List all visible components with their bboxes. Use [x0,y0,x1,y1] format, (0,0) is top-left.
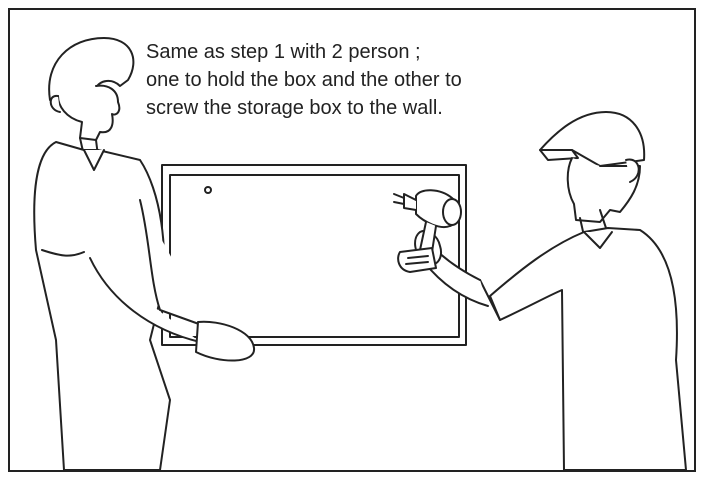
person-with-drill-icon [414,111,687,471]
instruction-text: Same as step 1 with 2 person ; one to ho… [146,38,462,122]
instruction-line-3: screw the storage box to the wall. [146,97,443,119]
cordless-drill-icon [393,189,462,273]
instruction-line-2: one to hold the box and the other to [146,69,462,91]
instruction-line-1: Same as step 1 with 2 person ; [146,41,421,63]
person-holding-box-icon [33,37,255,471]
